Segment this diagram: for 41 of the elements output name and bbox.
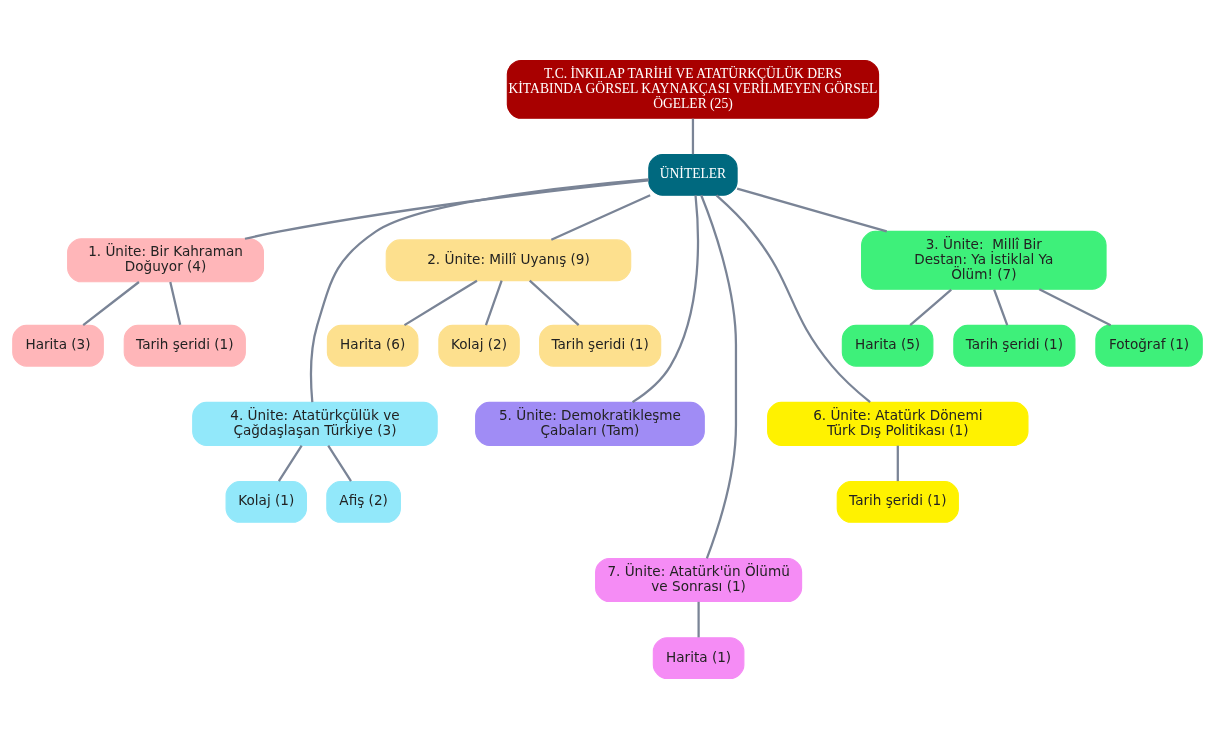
connector bbox=[631, 194, 700, 403]
connector bbox=[309, 177, 649, 402]
node-box: Afiş (2) bbox=[326, 480, 401, 523]
connector bbox=[277, 444, 303, 482]
node-box: Tarih şeridi (1) bbox=[953, 324, 1076, 367]
node-box: 2. Ünite: Millî Uyanış (9) bbox=[385, 238, 632, 281]
node-box: Tarih şeridi (1) bbox=[539, 324, 662, 367]
connector bbox=[244, 178, 649, 240]
connector bbox=[550, 193, 651, 241]
connector bbox=[700, 194, 738, 559]
connector bbox=[993, 288, 1009, 325]
node-box: Harita (1) bbox=[652, 636, 745, 679]
node-box: 7. Ünite: Atatürk'ün Ölümü ve Sonrası (1) bbox=[595, 557, 803, 602]
node-box: Tarih şeridi (1) bbox=[123, 324, 246, 367]
connector bbox=[403, 279, 478, 326]
connector bbox=[82, 280, 140, 326]
node-box: 1. Ünite: Bir Kahraman Doğuyor (4) bbox=[67, 237, 264, 282]
node-box: 5. Ünite: Demokratikleşme Çabaları (Tam) bbox=[475, 401, 705, 446]
connector bbox=[715, 194, 871, 403]
node-box: Kolaj (1) bbox=[225, 480, 307, 523]
node-box: ÜNİTELER bbox=[648, 153, 738, 196]
node-box: 4. Ünite: Atatürkçülük ve Çağdaşlaşan Türkiye (3) bbox=[192, 401, 438, 446]
node-box: T.C. İNKILAP TARİHİ VE ATATÜRKÇÜLÜK DERS KİTABINDA GÖRSEL KAYNAKÇASI VERİLMEYEN GÖRSEL ÖGELER (25) bbox=[506, 59, 880, 119]
connector bbox=[697, 601, 700, 637]
node-box: Harita (5) bbox=[841, 324, 934, 367]
connector bbox=[909, 288, 952, 326]
node-box: Harita (6) bbox=[326, 324, 419, 367]
node-box: Tarih şeridi (1) bbox=[836, 480, 959, 523]
connector bbox=[327, 444, 352, 482]
connector bbox=[736, 187, 888, 232]
node-box: Kolaj (2) bbox=[438, 324, 520, 367]
connector bbox=[691, 118, 695, 154]
connector bbox=[896, 445, 899, 481]
node-box: Fotoğraf (1) bbox=[1095, 324, 1203, 367]
connector bbox=[528, 279, 580, 326]
node-box: 3. Ünite: Millî Bir Destan: Ya İstiklal Ya Ölüm! (7) bbox=[861, 230, 1107, 290]
connector bbox=[169, 281, 182, 325]
connector bbox=[1038, 287, 1112, 326]
node-box: Harita (3) bbox=[12, 324, 104, 367]
node-box: 6. Ünite: Atatürk Dönemi Türk Dış Politikası (1) bbox=[767, 401, 1029, 446]
connector bbox=[484, 279, 503, 325]
